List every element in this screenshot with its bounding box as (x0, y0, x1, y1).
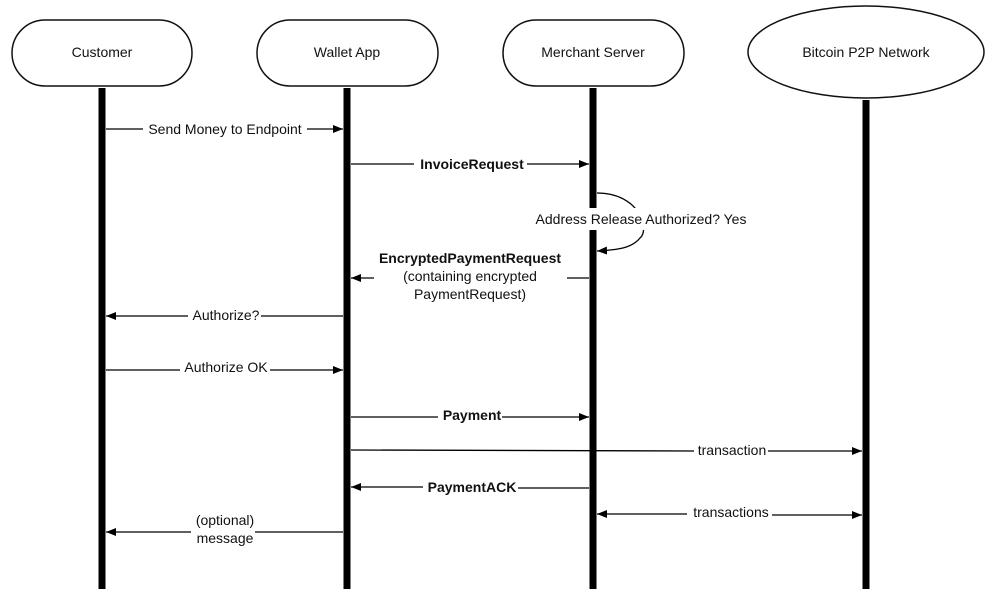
message-arrow (350, 449, 695, 452)
participant-box (502, 19, 685, 87)
participant-label: Merchant Server (541, 44, 645, 60)
message-label: PaymentACK (428, 479, 517, 495)
message-label: (optional) (196, 512, 254, 528)
participant-bitcoin-network: Bitcoin P2P Network (747, 5, 985, 99)
message-label: Send Money to Endpoint (148, 121, 301, 137)
message-send-money: Send Money to Endpoint (106, 121, 343, 137)
message-encrypted-payment-request: EncryptedPaymentRequest (containing encr… (351, 250, 589, 302)
message-label: Payment (443, 407, 502, 423)
message-authorize-question: Authorize? (106, 307, 343, 323)
message-payment-ack: PaymentACK (351, 479, 589, 495)
message-optional-message: (optional) message (106, 512, 343, 546)
message-label: EncryptedPaymentRequest (379, 250, 561, 266)
label-background (530, 208, 752, 230)
message-invoice-request: InvoiceRequest (351, 156, 589, 172)
participant-box (256, 19, 439, 87)
message-address-release: Address Release Authorized? Yes (530, 192, 752, 255)
participant-label: Wallet App (314, 44, 381, 60)
message-transaction: transaction (350, 442, 862, 458)
message-label: InvoiceRequest (420, 156, 524, 172)
message-transactions: transactions (597, 504, 862, 520)
message-label: message (197, 530, 254, 546)
message-label: Authorize? (193, 307, 260, 323)
message-label: Address Release Authorized? Yes (536, 211, 747, 227)
participant-ellipse (747, 5, 985, 99)
participant-box (11, 19, 193, 87)
participant-label: Customer (72, 44, 133, 60)
self-call-arrow (596, 192, 645, 255)
participant-merchant-server: Merchant Server (502, 19, 685, 87)
message-label: (containing encrypted (403, 268, 537, 284)
message-label: PaymentRequest) (414, 286, 526, 302)
message-authorize-ok: Authorize OK (106, 359, 343, 375)
participant-label: Bitcoin P2P Network (802, 44, 930, 60)
message-label: transaction (698, 442, 766, 458)
participant-customer: Customer (11, 19, 193, 87)
participant-wallet-app: Wallet App (256, 19, 439, 87)
message-label: transactions (693, 504, 768, 520)
message-label: Authorize OK (184, 359, 268, 375)
message-payment: Payment (351, 407, 589, 423)
